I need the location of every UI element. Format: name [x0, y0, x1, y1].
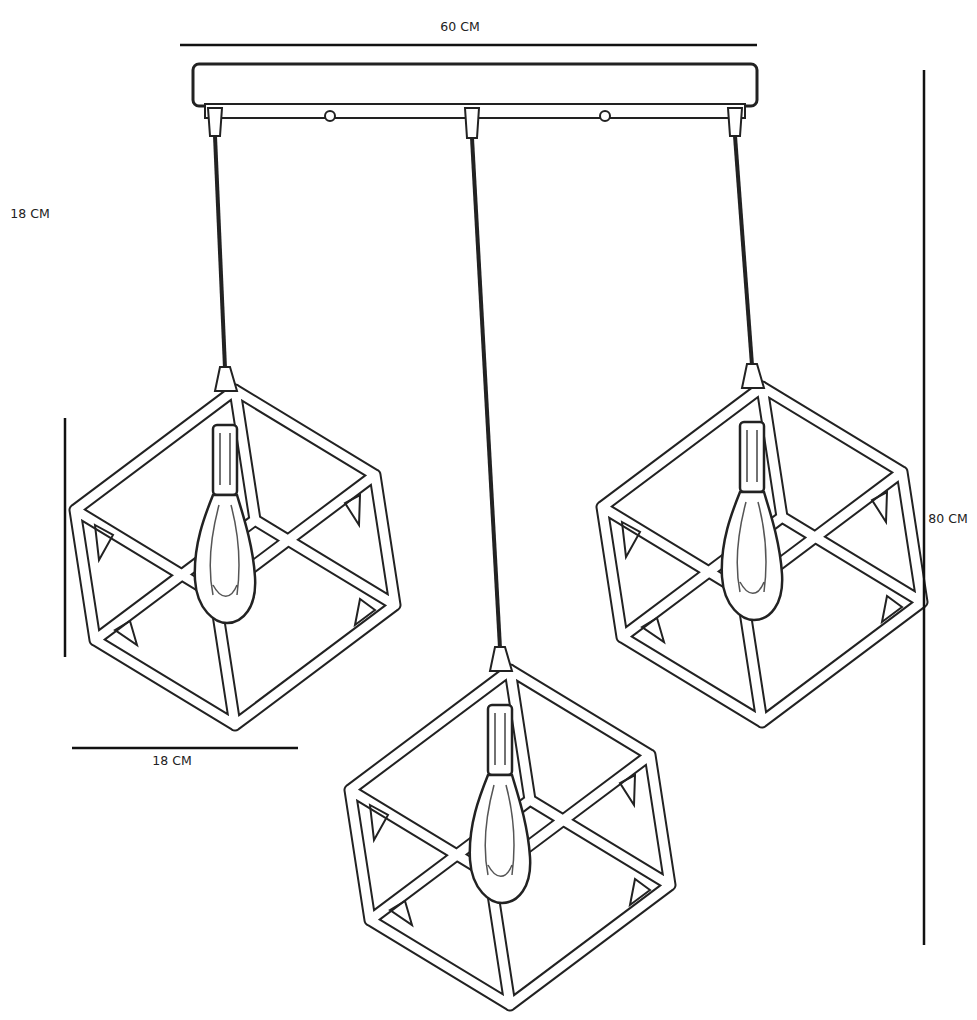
dimension-line: [72, 747, 298, 750]
ceiling-bar: [193, 64, 757, 106]
cord-grip: [465, 108, 479, 138]
screw: [325, 111, 335, 121]
cord-grip: [208, 108, 222, 136]
cube-shade: [602, 364, 922, 722]
cube-shade: [350, 647, 670, 1005]
dimension-line: [180, 44, 757, 47]
cord-grip: [728, 108, 742, 136]
dimension-label: 18 CM: [8, 206, 51, 221]
screw: [600, 111, 610, 121]
dimension-label: 80 CM: [926, 511, 969, 526]
cube-shade: [75, 367, 395, 725]
dimension-label: 60 CM: [438, 19, 481, 34]
dimension-line: [923, 70, 926, 945]
cord: [472, 138, 500, 648]
dimension-label: 18 CM: [150, 753, 193, 768]
dimension-line: [64, 418, 67, 657]
cord: [735, 136, 752, 365]
cord: [215, 136, 225, 368]
